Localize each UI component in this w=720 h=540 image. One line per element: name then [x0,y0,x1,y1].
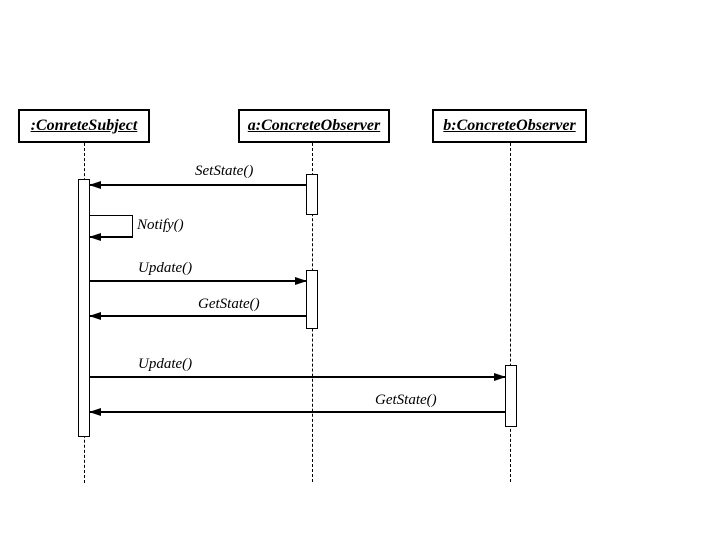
activation-subject [78,179,90,437]
message-getstate-a-arrow [89,312,306,320]
message-notify-label: Notify() [137,217,184,233]
activation-observer-b [505,365,517,427]
message-notify-self-top [90,215,133,216]
message-getstate-a-label: GetState() [198,296,260,312]
actor-box-observer-a: a:ConcreteObserver [238,109,390,143]
arrowhead-left-icon [89,233,101,241]
message-setstate-label: SetState() [195,163,254,179]
actor-box-observer-b: b:ConcreteObserver [432,109,587,143]
message-getstate-b-label: GetState() [375,392,437,408]
lifeline-observer-b [510,143,511,482]
actor-box-subject: :ConreteSubject [18,109,150,143]
message-notify-self-side [132,215,133,237]
message-setstate-arrow [89,181,306,189]
message-getstate-b-arrow [89,408,505,416]
message-notify-arrow [89,233,133,241]
arrowhead-right-icon [494,373,506,381]
actor-label-observer-a: a:ConcreteObserver [247,117,381,134]
message-update-a-label: Update() [138,260,193,276]
message-update-a-arrow [90,277,307,285]
arrowhead-left-icon [89,408,101,416]
actor-label-subject: :ConreteSubject [30,117,138,134]
activation-observer-a-2 [306,270,318,329]
actor-label-observer-b: b:ConcreteObserver [443,117,576,134]
arrowhead-left-icon [89,312,101,320]
message-update-b-arrow [90,373,506,381]
arrowhead-right-icon [295,277,307,285]
arrowhead-left-icon [89,181,101,189]
message-update-b-label: Update() [138,356,193,372]
activation-observer-a-1 [306,174,318,215]
